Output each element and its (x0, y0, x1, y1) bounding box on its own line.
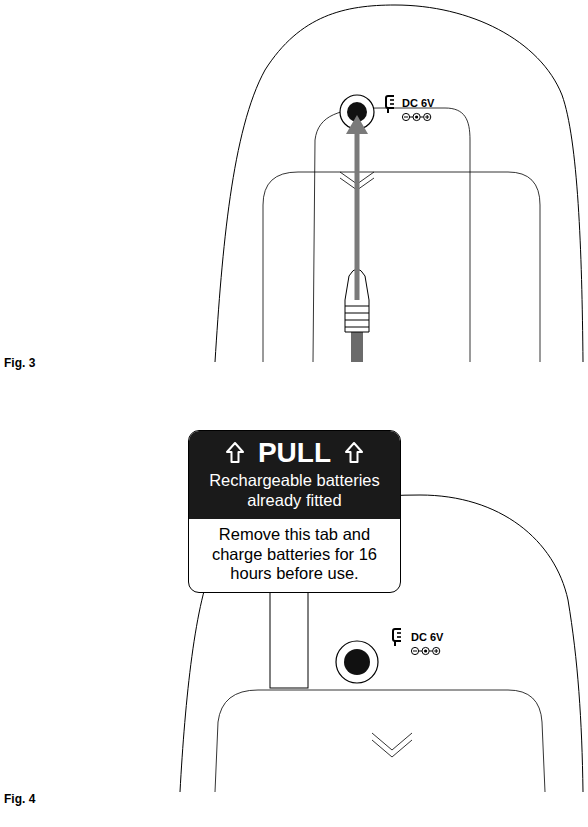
voltage-label: DC 6V (411, 631, 443, 643)
tab-instruction: Rechargeable batteries already fitted (209, 471, 380, 509)
pull-tab: PULLRechargeable batteries already fitte… (188, 430, 401, 593)
dc-socket (336, 641, 378, 683)
polarity-symbol (411, 647, 439, 654)
tab-instruction: Remove this tab and charge batteries for… (212, 525, 377, 583)
insert-arrow (346, 115, 368, 300)
figure-number: Fig. 3 (4, 356, 35, 370)
pull-arrow (345, 442, 363, 464)
figure-number: Fig. 4 (4, 792, 35, 806)
pull-heading: PULL (258, 437, 331, 469)
voltage-label: DC 6V (402, 97, 434, 109)
handset-fig3 (215, 5, 583, 362)
dc-input-icon (386, 96, 394, 113)
polarity-symbol (402, 113, 430, 120)
pull-arrow (226, 442, 244, 464)
dc-input-icon (393, 629, 401, 646)
tab-header-band: PULLRechargeable batteries already fitte… (189, 431, 400, 519)
